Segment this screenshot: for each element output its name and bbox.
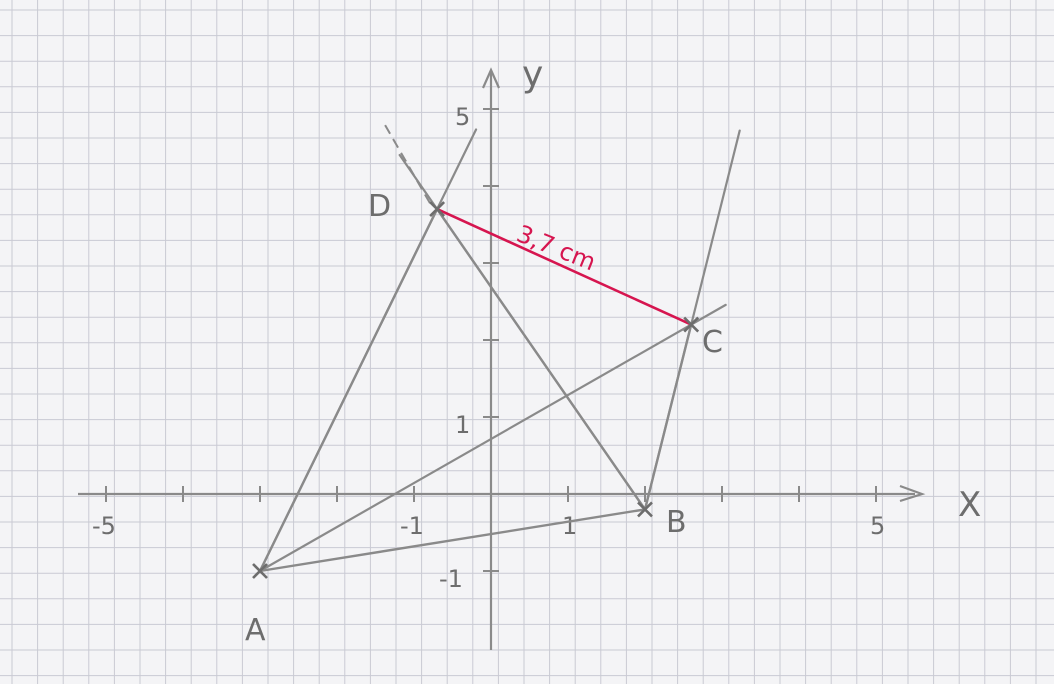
quadrilateral-segments bbox=[258, 207, 693, 573]
axis-ticks bbox=[105, 108, 877, 572]
construction-line-ac-extended bbox=[258, 303, 727, 573]
y-tick-label: 5 bbox=[455, 103, 470, 131]
point-marker-b bbox=[637, 501, 653, 518]
coordinate-axes bbox=[78, 67, 926, 650]
x-tick-label: -5 bbox=[92, 512, 116, 540]
x-axis-label: X bbox=[958, 485, 981, 525]
point-label-c: C bbox=[702, 325, 723, 360]
segment-db bbox=[435, 207, 647, 511]
axis-tick-labels: -5 -1 1 5 5 1 -1 bbox=[92, 103, 885, 593]
segment-da bbox=[258, 207, 439, 573]
y-tick-label: 1 bbox=[455, 411, 470, 439]
point-marker-a bbox=[252, 563, 268, 579]
point-label-a: A bbox=[245, 613, 266, 648]
x-axis-arrow bbox=[899, 484, 926, 503]
segment-bc bbox=[643, 323, 693, 511]
y-axis-arrow bbox=[481, 67, 501, 89]
point-marker-c bbox=[683, 316, 700, 333]
point-label-d: D bbox=[368, 189, 391, 224]
x-tick-label: 5 bbox=[870, 512, 885, 540]
x-tick-label: 1 bbox=[562, 512, 577, 540]
segment-ab bbox=[258, 508, 647, 573]
segment-dc-red bbox=[435, 207, 693, 326]
y-tick-label: -1 bbox=[439, 565, 463, 593]
construction-arc-d bbox=[384, 124, 432, 206]
point-label-b: B bbox=[666, 505, 687, 540]
x-tick-label: -1 bbox=[400, 512, 424, 540]
y-axis-label: y bbox=[522, 54, 543, 95]
point-marker-d bbox=[429, 201, 446, 218]
point-markers bbox=[252, 201, 700, 579]
distance-measurement-label: 3,7 cm bbox=[513, 220, 600, 277]
